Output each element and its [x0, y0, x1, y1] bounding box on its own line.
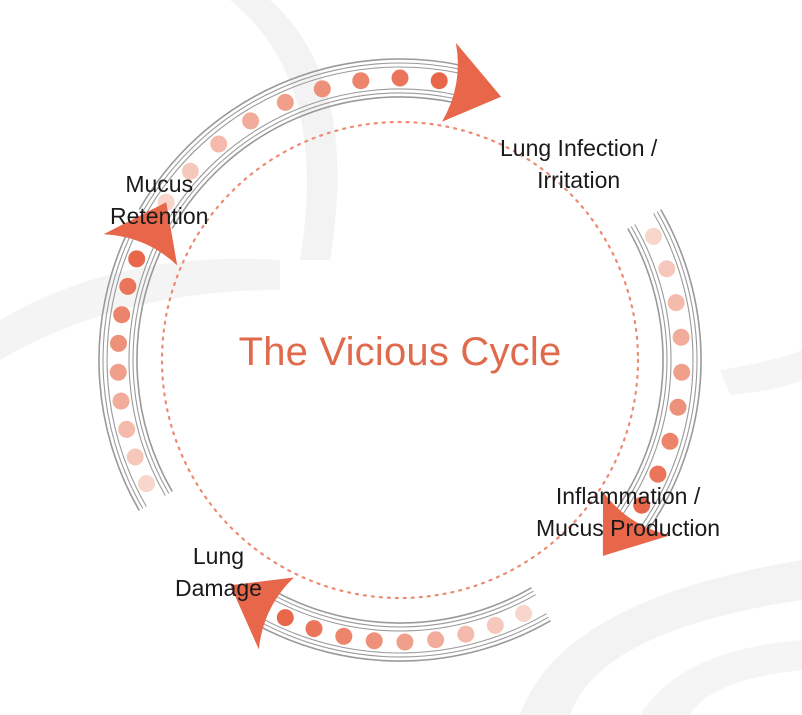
tube-line — [145, 66, 462, 214]
mucus-dot — [109, 363, 127, 381]
tube-line — [258, 620, 551, 662]
curved-arrowhead-icon — [230, 577, 294, 650]
stage-label-inflammation: Inflammation / Mucus Production — [536, 480, 720, 544]
background-band — [640, 640, 802, 715]
stage-label-infection: Lung Infection / Irritation — [500, 132, 657, 196]
mucus-dot — [181, 162, 199, 180]
mucus-dot — [658, 260, 676, 278]
tube-line — [621, 224, 672, 516]
tube-line — [168, 92, 456, 227]
tube-line — [128, 245, 166, 496]
mucus-dot — [515, 605, 533, 622]
mucus-dot — [391, 69, 409, 87]
mucus-dot — [661, 432, 679, 450]
tube-line — [138, 58, 463, 210]
diagram-title: The Vicious Cycle — [238, 330, 562, 374]
cycle-tubes — [98, 58, 702, 662]
tube-line — [639, 213, 694, 529]
mucus-dot — [352, 72, 370, 90]
background-band — [520, 560, 802, 715]
mucus-dot — [210, 135, 228, 153]
stage-label-line: Mucus — [125, 171, 194, 197]
mucus-dot — [673, 363, 691, 381]
stage-label-line: Mucus Production — [536, 515, 721, 541]
tube-line — [645, 209, 702, 534]
mucus-dot — [138, 475, 155, 493]
stage-label-line: Lung — [192, 543, 245, 569]
tube-line — [106, 235, 147, 507]
tube-line — [164, 88, 457, 225]
tube-line — [618, 226, 668, 514]
curved-arrowhead-icon — [602, 491, 671, 556]
tube-line — [276, 587, 532, 624]
tube-line — [260, 616, 549, 658]
tube-line — [132, 246, 170, 494]
mucus-dot — [118, 420, 136, 438]
mucus-dot — [396, 633, 414, 651]
mucus-dot — [112, 392, 130, 410]
stage-label-damage: Lung Damage — [175, 540, 262, 604]
stage-label-line: Inflammation / — [555, 483, 701, 509]
mucus-dot — [335, 627, 353, 645]
background-band — [720, 350, 802, 395]
mucus-dot — [128, 250, 146, 268]
mucus-dot — [305, 620, 323, 638]
mucus-dot — [649, 465, 667, 483]
mucus-dot — [110, 334, 127, 352]
mucus-dot — [633, 496, 651, 514]
tube-line — [171, 96, 455, 229]
mucus-dot — [669, 398, 687, 416]
background-band — [0, 258, 280, 360]
mucus-dot — [113, 306, 131, 324]
mucus-dot — [276, 609, 294, 627]
tube-line — [142, 62, 462, 212]
mucus-dot — [430, 72, 448, 90]
mucus-dot — [667, 294, 685, 312]
tube-line — [272, 594, 536, 632]
mucus-dot — [313, 80, 331, 98]
tube-line — [642, 211, 698, 531]
tube-line — [98, 232, 140, 511]
tube-line — [136, 248, 173, 492]
tube-line — [262, 613, 547, 654]
mucus-dot — [672, 328, 690, 346]
background-band — [230, 0, 338, 260]
mucus-dot — [427, 631, 445, 649]
stage-label-line: Lung Infection / — [500, 135, 658, 161]
cycle-arrows — [103, 42, 671, 650]
mucus-dot — [645, 227, 662, 245]
tube-line — [102, 234, 144, 509]
tube-line — [614, 228, 664, 512]
stage-label-line: Irritation — [537, 167, 621, 193]
mucus-dot — [126, 448, 144, 466]
inner-dotted-ring — [160, 120, 640, 600]
mucus-dot — [365, 632, 383, 650]
mucus-dot — [276, 93, 294, 111]
mucus-dot — [119, 277, 137, 295]
stage-label-retention: Mucus Retention — [110, 168, 208, 232]
curved-arrowhead-icon — [103, 202, 178, 266]
mucus-dot — [486, 616, 504, 634]
stage-label-line: Damage — [175, 575, 262, 601]
tube-line — [274, 590, 534, 628]
mucus-dots — [109, 69, 691, 651]
curved-arrowhead-icon — [442, 42, 502, 122]
mucus-dot — [242, 112, 260, 130]
stage-label-line: Retention — [110, 203, 209, 229]
mucus-dot — [457, 625, 475, 643]
